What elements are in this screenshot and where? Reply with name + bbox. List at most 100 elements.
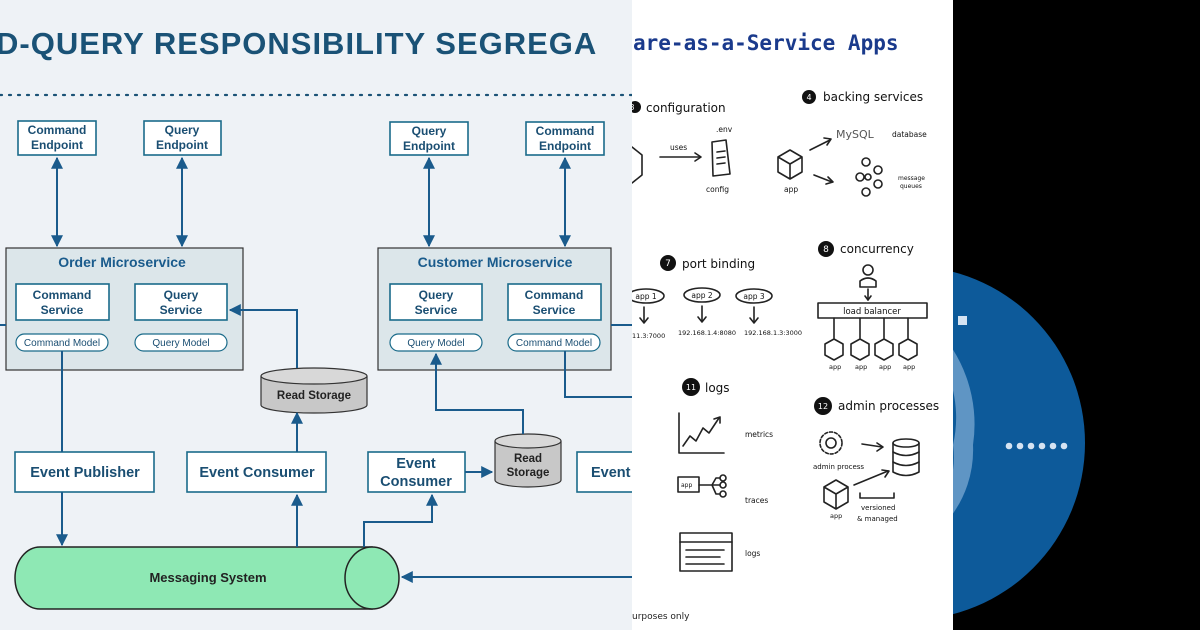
svg-text:load balancer: load balancer [843, 307, 901, 317]
svg-text:uses: uses [670, 143, 687, 152]
svg-text:7: 7 [665, 259, 671, 269]
customer-query-service: Query Service [389, 283, 483, 321]
svg-text:Command Model: Command Model [516, 338, 592, 349]
svg-text:config: config [706, 185, 729, 194]
svg-text:MySQL: MySQL [836, 128, 875, 141]
svg-text:port binding: port binding [682, 257, 755, 271]
svg-text:11: 11 [686, 383, 696, 392]
svg-text:3: 3 [632, 103, 635, 112]
svg-text:Consumer: Consumer [380, 474, 452, 490]
factor-admin-processes: 12 admin processes admin process app ver… [813, 397, 939, 523]
order-query-endpoint: Query Endpoint [143, 120, 222, 156]
messaging-system: Messaging System [14, 546, 400, 610]
order-microservice-title: Order Microservice [58, 254, 186, 270]
factor-backing-services: 4 backing services app MySQL database me… [777, 90, 927, 197]
svg-text:Endpoint: Endpoint [539, 139, 591, 153]
svg-text:12: 12 [818, 402, 828, 411]
svg-text:app: app [903, 363, 915, 371]
svg-text:Messaging System: Messaging System [149, 570, 266, 585]
factor-concurrency: 8 concurrency load balancer app app app … [817, 241, 928, 371]
blue-circle-graphic [953, 271, 1085, 615]
svg-text:192.168.1.3:3000: 192.168.1.3:3000 [744, 329, 802, 337]
svg-text:Event: Event [591, 465, 631, 481]
svg-text:Command: Command [525, 288, 584, 302]
factor-configuration: 3 configuration uses .env config [632, 101, 733, 194]
svg-text:app: app [784, 185, 798, 194]
svg-text:app 1: app 1 [635, 292, 657, 301]
svg-text:.env: .env [716, 125, 733, 134]
twelve-factor-title: are-as-a-Service Apps [633, 31, 899, 55]
svg-text:Query: Query [412, 124, 447, 138]
svg-text:logs: logs [705, 381, 730, 395]
svg-text:app: app [879, 363, 891, 371]
factor-port-binding: 7 port binding app 1 app 2 app 3 11.3:70… [632, 255, 802, 340]
order-query-model: Query Model [134, 333, 228, 352]
svg-text:192.168.1.4:8080: 192.168.1.4:8080 [678, 329, 736, 337]
svg-text:app: app [829, 363, 841, 371]
svg-text:Read Storage: Read Storage [277, 390, 351, 402]
svg-text:Endpoint: Endpoint [156, 138, 208, 152]
svg-text:Storage: Storage [507, 467, 550, 479]
event-consumer-1: Event Consumer [186, 451, 327, 493]
svg-text:11.3:7000: 11.3:7000 [632, 332, 665, 340]
svg-text:Query: Query [164, 288, 199, 302]
svg-text:Query: Query [165, 123, 200, 137]
svg-text:Query Model: Query Model [407, 338, 464, 349]
svg-text:concurrency: concurrency [840, 242, 914, 256]
svg-text:app: app [681, 482, 692, 489]
order-command-service: Command Service [15, 283, 110, 321]
customer-command-model: Command Model [507, 333, 601, 352]
customer-command-endpoint: Command Endpoint [525, 121, 605, 156]
factor-logs: 11 logs metrics app traces logs [677, 378, 773, 572]
svg-text:Command: Command [536, 124, 595, 138]
svg-text:Query: Query [419, 288, 454, 302]
customer-microservice-title: Customer Microservice [418, 254, 573, 270]
svg-text:Query Model: Query Model [152, 338, 209, 349]
svg-text:& managed: & managed [857, 515, 898, 523]
svg-text:Event Consumer: Event Consumer [199, 465, 315, 481]
svg-text:admin processes: admin processes [838, 399, 939, 413]
svg-text:8: 8 [823, 245, 829, 255]
svg-text:logs: logs [745, 549, 760, 558]
svg-text:Command Model: Command Model [24, 338, 100, 349]
connectors [0, 156, 632, 583]
svg-text:Event: Event [396, 456, 436, 472]
svg-text:Endpoint: Endpoint [403, 139, 455, 153]
svg-text:Endpoint: Endpoint [31, 138, 83, 152]
svg-text:Service: Service [41, 303, 84, 317]
svg-text:metrics: metrics [745, 430, 773, 439]
svg-text:Command: Command [28, 123, 87, 137]
event-consumer-2: Event Consumer [367, 451, 466, 493]
read-storage-cylinder-1: Read Storage [260, 367, 368, 414]
svg-text:4: 4 [806, 93, 811, 102]
svg-text:message: message [898, 175, 925, 182]
footer-note: urposes only [632, 612, 690, 622]
svg-text:Read: Read [514, 453, 542, 465]
svg-text:Command: Command [33, 288, 92, 302]
order-query-service: Query Service [134, 283, 228, 321]
twelve-factor-sketch: are-as-a-Service Apps 3 configuration us… [632, 31, 939, 622]
twelve-factor-panel: are-as-a-Service Apps 3 configuration us… [632, 0, 953, 630]
svg-text:traces: traces [745, 496, 768, 505]
svg-text:Event Publisher: Event Publisher [30, 465, 140, 481]
svg-text:app: app [855, 363, 867, 371]
customer-query-endpoint: Query Endpoint [389, 121, 469, 156]
event-publisher: Event Publisher [14, 451, 155, 493]
svg-text:app: app [830, 512, 842, 520]
blue-circle-panel [953, 0, 1200, 630]
cqrs-diagram-panel: D-QUERY RESPONSIBILITY SEGREGA Order Mic… [0, 0, 632, 630]
svg-text:Service: Service [533, 303, 576, 317]
svg-text:app 3: app 3 [743, 292, 765, 301]
svg-text:Service: Service [415, 303, 458, 317]
cqrs-title: D-QUERY RESPONSIBILITY SEGREGA [0, 26, 597, 61]
svg-text:database: database [892, 130, 927, 139]
svg-text:admin process: admin process [813, 463, 864, 471]
svg-text:versioned: versioned [861, 504, 895, 512]
svg-text:backing services: backing services [823, 90, 923, 104]
event-partial: Event [576, 451, 632, 493]
order-command-model: Command Model [15, 333, 109, 352]
order-command-endpoint: Command Endpoint [17, 120, 97, 156]
svg-text:app 2: app 2 [691, 291, 713, 300]
svg-text:Service: Service [160, 303, 203, 317]
customer-command-service: Command Service [507, 283, 602, 321]
